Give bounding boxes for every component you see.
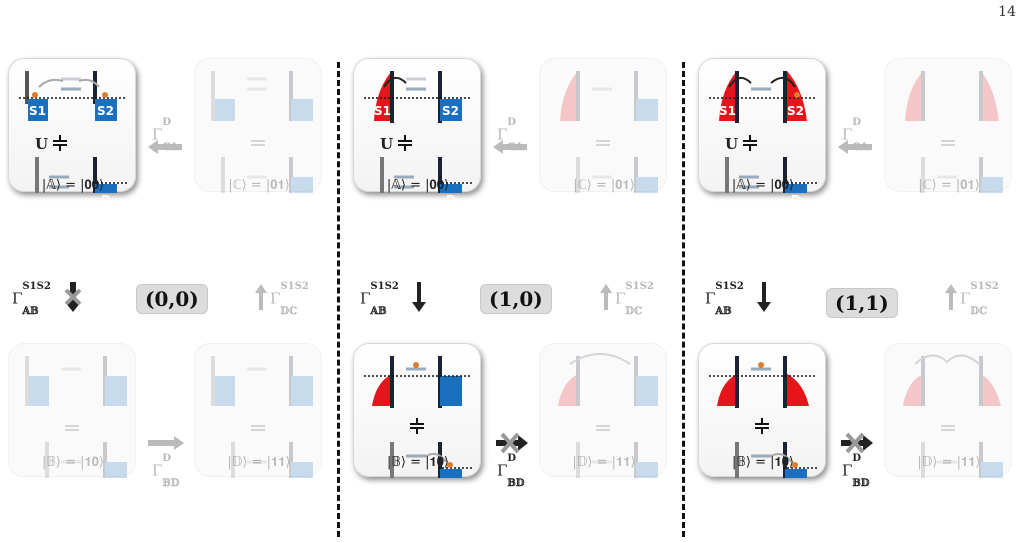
state-card-d: |𝔻⟩ = |𝟏𝟏⟩	[194, 343, 322, 478]
ket-d: |𝔻⟩ = |𝟏𝟏⟩	[227, 455, 291, 470]
state-card-c: |ℂ⟩ = |𝟎𝟏⟩	[884, 58, 1012, 193]
state-card-a: S1 S2 D U |𝔸⟩ = |𝟎𝟎⟩	[8, 58, 136, 207]
arrow-a-to-b	[757, 282, 771, 312]
blocked-arrow-bd	[841, 432, 873, 454]
d-label: D	[446, 193, 456, 207]
ket-a: |𝔸⟩ = |𝟎𝟎⟩	[386, 178, 450, 193]
energy-diagram	[364, 71, 474, 193]
ket-b: |𝔹⟩ = |𝟏𝟎⟩	[731, 455, 795, 470]
energy-diagram	[903, 354, 1003, 478]
state-card-b: |𝔹⟩ = |𝟏𝟎⟩	[353, 343, 481, 478]
arrow-c-to-a	[493, 140, 527, 154]
ket-c: |ℂ⟩ = |𝟎𝟏⟩	[573, 178, 635, 193]
ket-c: |ℂ⟩ = |𝟎𝟏⟩	[918, 178, 980, 193]
u-label: U	[380, 135, 394, 153]
blocked-arrow-bd	[496, 432, 528, 454]
state-card-b: |𝔹⟩ = |𝟏𝟎⟩	[8, 343, 136, 478]
arrow-d-to-c	[255, 284, 267, 310]
s1-label: S1	[374, 104, 391, 118]
arrow-c-to-a	[838, 140, 872, 154]
ket-b: |𝔹⟩ = |𝟏𝟎⟩	[41, 455, 105, 470]
energy-diagram	[709, 356, 819, 478]
state-card-c: |ℂ⟩ = |𝟎𝟏⟩	[539, 58, 667, 193]
energy-diagram	[19, 71, 129, 193]
ket-c: |ℂ⟩ = |𝟎𝟏⟩	[228, 178, 290, 193]
blocked-arrow-ab	[64, 282, 82, 312]
energy-diagram	[25, 356, 127, 478]
state-card-a: S1 S2 D U |𝔸⟩ = |𝟎𝟎⟩	[698, 58, 826, 207]
panel-divider-2	[682, 62, 685, 537]
energy-diagram	[211, 71, 313, 193]
state-card-d: |𝔻⟩ = |𝟏𝟏⟩	[884, 343, 1012, 478]
arrow-c-to-a	[148, 140, 182, 154]
d-label: D	[791, 193, 801, 207]
ket-a: |𝔸⟩ = |𝟎𝟎⟩	[731, 178, 795, 193]
ket-a: |𝔸⟩ = |𝟎𝟎⟩	[41, 178, 105, 193]
energy-diagram	[364, 356, 474, 478]
s2-label: S2	[442, 104, 459, 118]
arrow-a-to-b	[412, 282, 426, 312]
energy-diagram	[211, 356, 313, 478]
energy-diagram	[560, 71, 658, 193]
ket-d: |𝔻⟩ = |𝟏𝟏⟩	[917, 455, 981, 470]
state-card-b: |𝔹⟩ = |𝟏𝟎⟩	[698, 343, 826, 478]
ket-d: |𝔻⟩ = |𝟏𝟏⟩	[572, 455, 636, 470]
state-card-d: |𝔻⟩ = |𝟏𝟏⟩	[539, 343, 667, 478]
page-number: 14	[998, 4, 1016, 20]
u-label: U	[725, 135, 739, 153]
energy-diagram	[905, 71, 1003, 193]
state-card-c: |ℂ⟩ = |𝟎𝟏⟩	[194, 58, 322, 193]
arrow-d-to-c	[945, 284, 957, 310]
state-badge-3: (1,1)	[826, 288, 898, 318]
d-label: D	[101, 193, 111, 207]
state-card-a: S1 S2 D U |𝔸⟩ = |𝟎𝟎⟩	[353, 58, 481, 207]
u-label: U	[35, 135, 49, 153]
state-badge-1: (0,0)	[136, 284, 208, 314]
ket-b: |𝔹⟩ = |𝟏𝟎⟩	[386, 455, 450, 470]
s2-label: S2	[787, 104, 804, 118]
panel-divider-1	[337, 62, 340, 537]
s1-label: S1	[719, 104, 736, 118]
arrow-b-to-d	[148, 436, 184, 450]
energy-diagram	[709, 71, 819, 193]
state-badge-2: (1,0)	[480, 284, 552, 314]
s2-label: S2	[97, 104, 114, 118]
energy-diagram	[558, 353, 658, 478]
arrow-d-to-c	[600, 284, 612, 310]
s1-label: S1	[29, 104, 46, 118]
